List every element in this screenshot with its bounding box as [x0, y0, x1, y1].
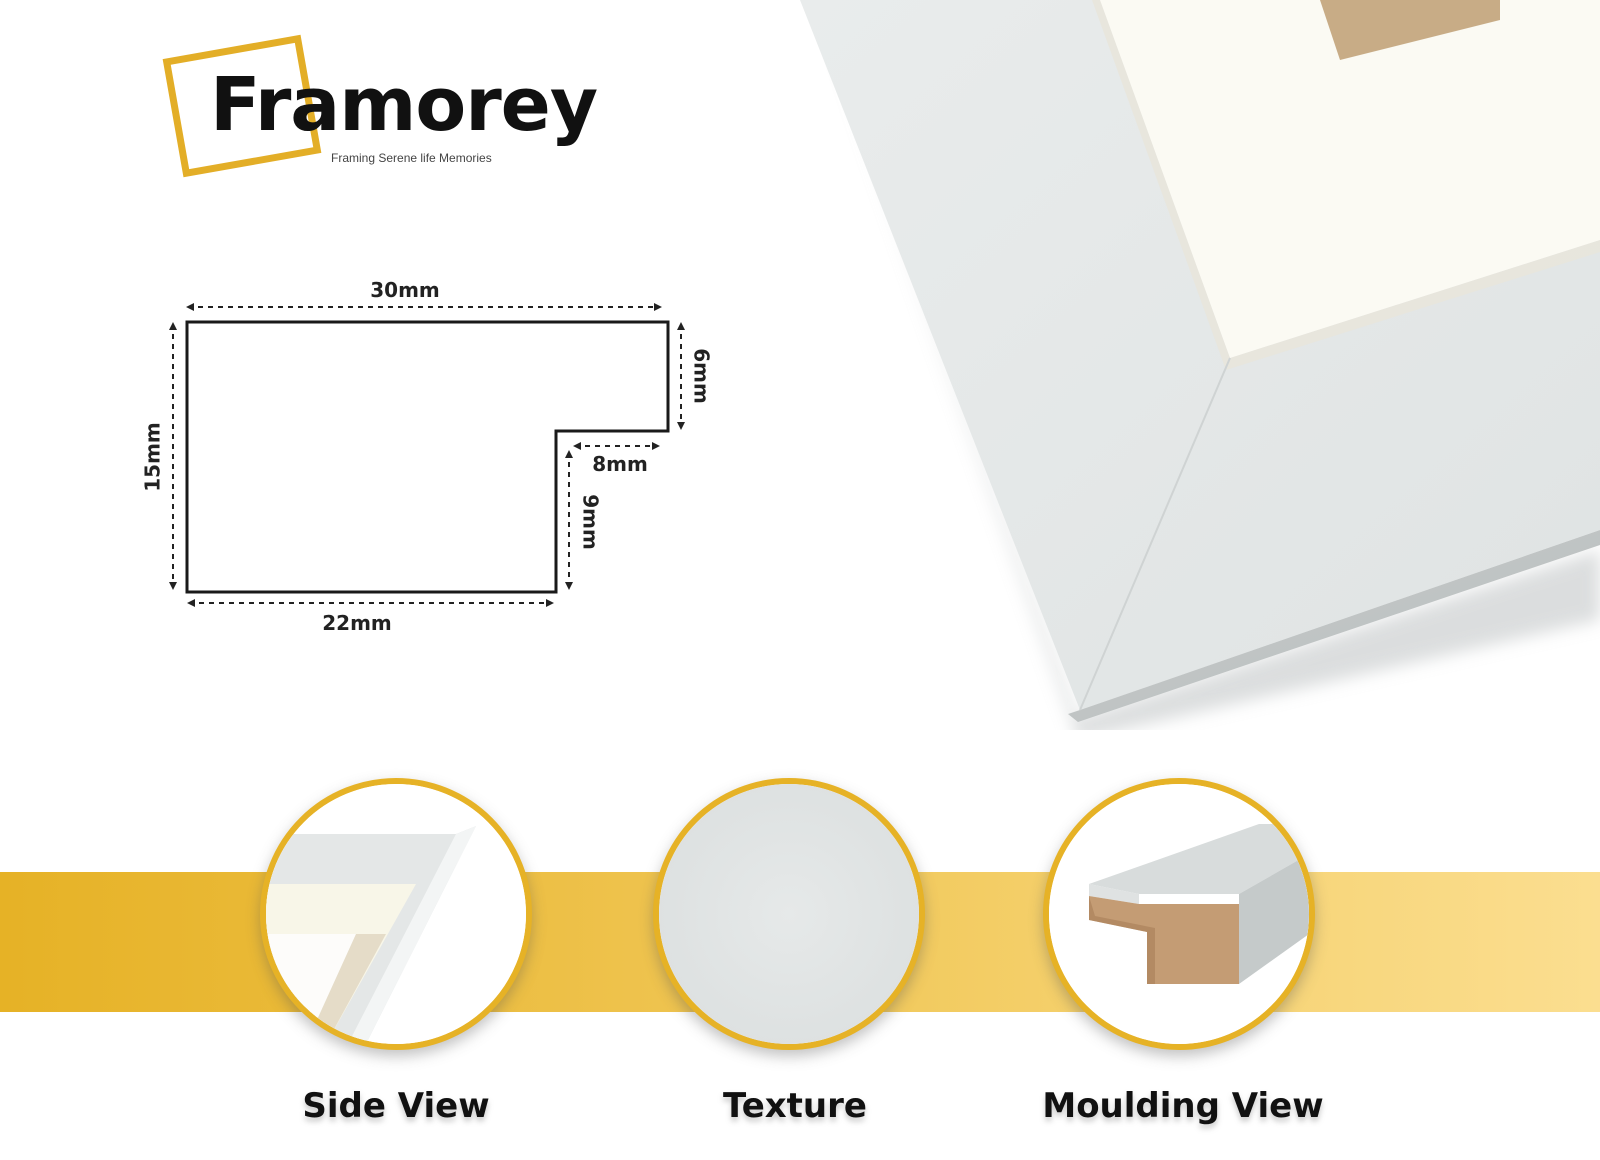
backing-board	[1320, 0, 1500, 60]
side-view-circle	[260, 778, 532, 1050]
moulding-view-image	[1049, 784, 1309, 1044]
side-view-image	[266, 784, 526, 1044]
step-width-label: 8mm	[592, 452, 648, 476]
step-height-label: 9mm	[579, 494, 603, 550]
texture-image	[659, 784, 919, 1044]
side-view-label: Side View	[302, 1086, 490, 1126]
brand-tagline: Framing Serene life Memories	[331, 151, 492, 165]
profile-outline	[185, 320, 670, 594]
mitre-joint	[1079, 357, 1231, 711]
texture-circle	[653, 778, 925, 1050]
frame-corner-photo	[800, 0, 1600, 730]
mdf-core	[1089, 896, 1239, 984]
bottom-width-label: 22mm	[322, 611, 392, 635]
frame-moulding-face	[800, 0, 1600, 710]
right-height-label: 6mm	[690, 348, 714, 404]
brand-logo-name: Framorey	[210, 62, 598, 148]
total-height-label: 15mm	[141, 422, 165, 492]
moulding-view-circle	[1043, 778, 1315, 1050]
moulding-view-label: Moulding View	[1042, 1086, 1324, 1126]
texture-label: Texture	[723, 1086, 867, 1126]
profile-dimension-diagram: 30mm 6mm 8mm 9mm 15mm 22mm	[141, 278, 714, 635]
frame-edge	[1068, 530, 1600, 722]
mount-board	[1100, 0, 1600, 358]
top-width-label: 30mm	[370, 278, 440, 302]
